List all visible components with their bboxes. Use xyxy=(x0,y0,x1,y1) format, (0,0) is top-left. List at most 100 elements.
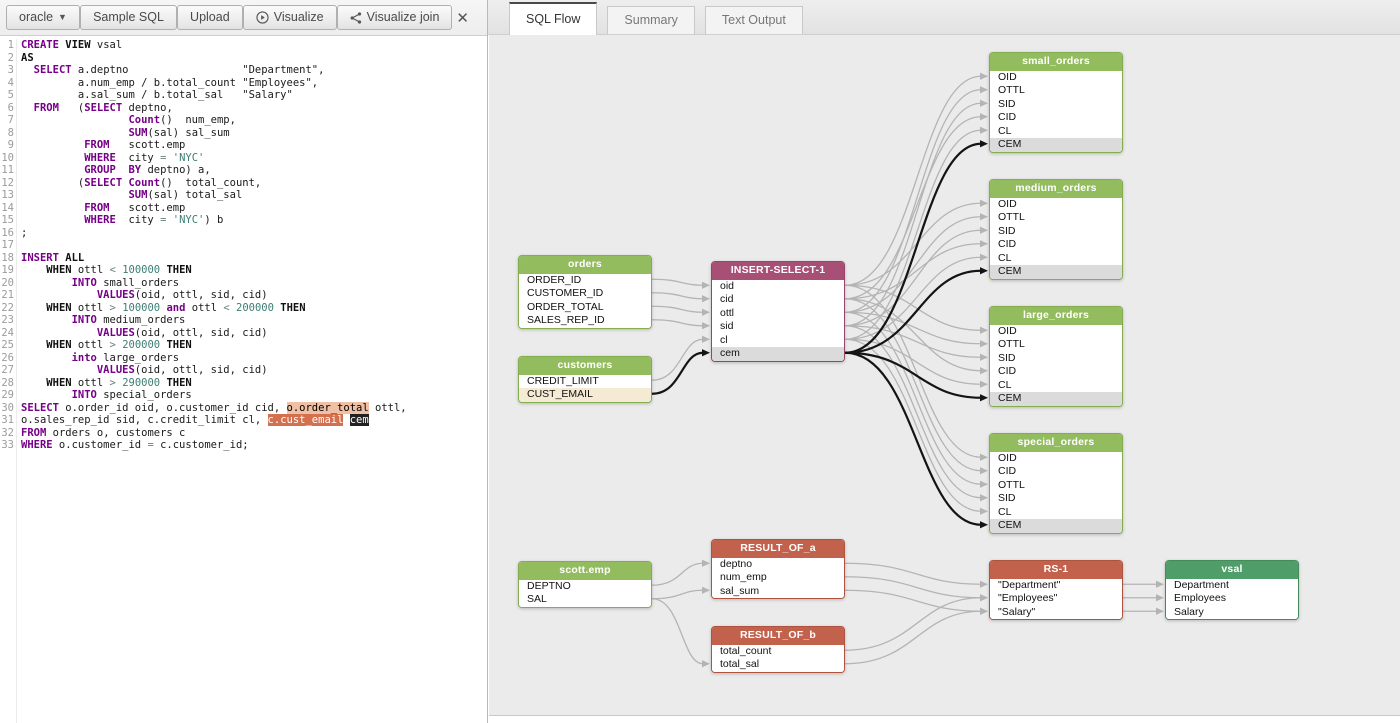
field-DEPTNO[interactable]: DEPTNO xyxy=(519,579,651,593)
field-CUSTOMER_ID[interactable]: CUSTOMER_ID xyxy=(519,287,651,301)
field-cid[interactable]: cid xyxy=(712,293,844,307)
field-Salary[interactable]: "Salary" xyxy=(990,605,1122,619)
field-OID[interactable]: OID xyxy=(990,197,1122,211)
field-Salary[interactable]: Salary xyxy=(1166,605,1298,619)
field-OID[interactable]: OID xyxy=(990,70,1122,84)
field-CID[interactable]: CID xyxy=(990,365,1122,379)
code-line[interactable]: GROUP BY deptno) a, xyxy=(84,164,211,176)
table-title[interactable]: INSERT-SELECT-1 xyxy=(712,262,844,280)
field-CL[interactable]: CL xyxy=(990,251,1122,265)
tab-sql-flow[interactable]: SQL Flow xyxy=(509,2,598,35)
close-icon[interactable]: ✕ xyxy=(456,9,469,27)
field-OTTL[interactable]: OTTL xyxy=(990,211,1122,225)
field-ORDER_TOTAL[interactable]: ORDER_TOTAL xyxy=(519,300,651,314)
code-line[interactable]: INTO special_orders xyxy=(71,389,192,401)
table-title[interactable]: vsal xyxy=(1166,561,1298,579)
field-oid[interactable]: oid xyxy=(712,279,844,293)
code-line[interactable]: ; xyxy=(21,226,28,239)
field-CID[interactable]: CID xyxy=(990,111,1122,125)
code-line[interactable]: Count() num_emp, xyxy=(128,114,236,126)
field-Employees[interactable]: "Employees" xyxy=(990,592,1122,606)
field-CL[interactable]: CL xyxy=(990,124,1122,138)
visualize-join-button[interactable]: Visualize join xyxy=(336,5,453,30)
code-line[interactable]: VALUES(oid, ottl, sid, cid) xyxy=(96,326,268,339)
code-line[interactable]: a.num_emp / b.total_count "Employees", xyxy=(21,76,319,89)
field-SID[interactable]: SID xyxy=(990,224,1122,238)
code-line[interactable]: INSERT ALL xyxy=(21,251,85,264)
code-line[interactable]: into large_orders xyxy=(71,351,180,364)
code-line[interactable]: INTO medium_orders xyxy=(71,314,186,326)
field-SID[interactable]: SID xyxy=(990,97,1122,111)
code-line[interactable]: SELECT a.deptno "Department", xyxy=(33,64,325,76)
table-title[interactable]: medium_orders xyxy=(990,180,1122,198)
code-line[interactable]: INTO small_orders xyxy=(71,276,180,289)
field-CL[interactable]: CL xyxy=(990,505,1122,519)
table-title[interactable]: small_orders xyxy=(990,53,1122,71)
code-line[interactable]: CREATE VIEW vsal xyxy=(21,39,123,51)
table-title[interactable]: scott.emp xyxy=(519,562,651,580)
code-line[interactable] xyxy=(21,239,487,252)
field-OID[interactable]: OID xyxy=(990,451,1122,465)
field-sal_sum[interactable]: sal_sum xyxy=(712,584,844,598)
field-cl[interactable]: cl xyxy=(712,333,844,347)
table-title[interactable]: customers xyxy=(519,357,651,375)
field-CREDIT_LIMIT[interactable]: CREDIT_LIMIT xyxy=(519,374,651,388)
code-line[interactable]: a.sal_sum / b.total_sal "Salary" xyxy=(21,89,293,101)
table-title[interactable]: special_orders xyxy=(990,434,1122,452)
code-line[interactable]: SUM(sal) total_sal xyxy=(128,189,243,201)
code-line[interactable]: VALUES(oid, ottl, sid, cid) xyxy=(96,289,268,301)
field-deptno[interactable]: deptno xyxy=(712,557,844,571)
field-SID[interactable]: SID xyxy=(990,492,1122,506)
code-line[interactable]: FROM scott.emp xyxy=(84,201,186,214)
field-OTTL[interactable]: OTTL xyxy=(990,338,1122,352)
code-line[interactable]: SELECT o.order_id oid, o.customer_id cid… xyxy=(21,401,407,414)
field-OTTL[interactable]: OTTL xyxy=(990,478,1122,492)
field-sid[interactable]: sid xyxy=(712,320,844,334)
field-CID[interactable]: CID xyxy=(990,238,1122,252)
code-line[interactable]: FROM (SELECT deptno, xyxy=(33,101,173,114)
code-line[interactable]: (SELECT Count() total_count, xyxy=(21,176,262,189)
code-line[interactable]: VALUES(oid, ottl, sid, cid) xyxy=(96,364,268,376)
table-title[interactable]: large_orders xyxy=(990,307,1122,325)
field-ottl[interactable]: ottl xyxy=(712,306,844,320)
table-title[interactable]: orders xyxy=(519,256,651,274)
code-line[interactable]: WHEN ottl > 290000 THEN xyxy=(46,376,192,389)
code-line[interactable]: FROM orders o, customers c xyxy=(21,426,186,439)
table-title[interactable]: RESULT_OF_b xyxy=(712,627,844,645)
upload-button[interactable]: Upload xyxy=(177,5,243,30)
field-CID[interactable]: CID xyxy=(990,465,1122,479)
code-line[interactable]: WHEN ottl < 100000 THEN xyxy=(46,264,192,276)
field-OTTL[interactable]: OTTL xyxy=(990,84,1122,98)
field-total_sal[interactable]: total_sal xyxy=(712,658,844,672)
field-CEM[interactable]: CEM xyxy=(990,519,1122,533)
field-Department[interactable]: Department xyxy=(1166,578,1298,592)
db-selector-dropdown[interactable]: oracle ▼ xyxy=(6,5,80,30)
field-Department[interactable]: "Department" xyxy=(990,578,1122,592)
field-cem[interactable]: cem xyxy=(712,347,844,361)
table-title[interactable]: RS-1 xyxy=(990,561,1122,579)
table-title[interactable]: RESULT_OF_a xyxy=(712,540,844,558)
field-ORDER_ID[interactable]: ORDER_ID xyxy=(519,273,651,287)
tab-summary[interactable]: Summary xyxy=(607,6,695,34)
field-SID[interactable]: SID xyxy=(990,351,1122,365)
field-num_emp[interactable]: num_emp xyxy=(712,571,844,585)
code-line[interactable]: AS xyxy=(21,51,34,64)
field-CUST_EMAIL[interactable]: CUST_EMAIL xyxy=(519,388,651,402)
visualize-button[interactable]: Visualize xyxy=(242,5,337,30)
field-CEM[interactable]: CEM xyxy=(990,265,1122,279)
code-line[interactable]: WHERE city = 'NYC') b xyxy=(84,214,224,226)
code-line[interactable]: FROM scott.emp xyxy=(84,139,186,151)
code-line[interactable]: WHERE o.customer_id = c.customer_id; xyxy=(21,439,249,451)
